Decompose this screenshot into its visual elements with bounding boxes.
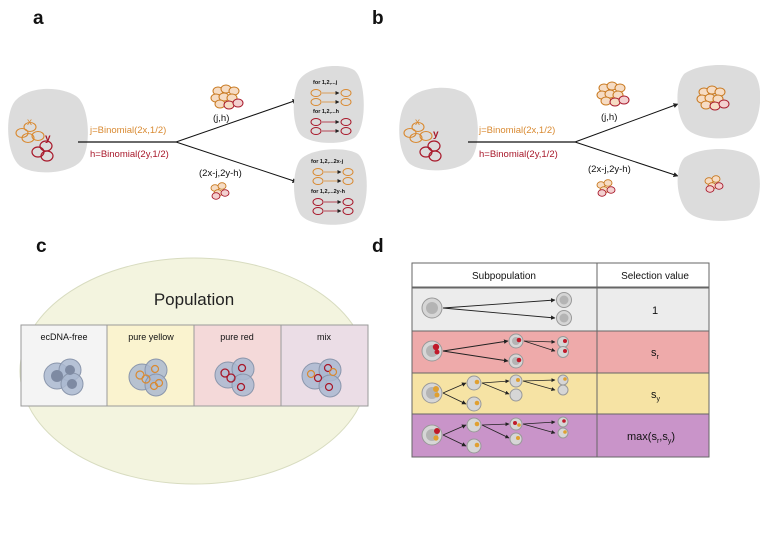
box-pure-red-label: pure red xyxy=(220,332,254,342)
formula-j: j=Binomial(2x,1/2) xyxy=(478,125,555,136)
ecdna-cluster xyxy=(15,121,54,162)
upper-label: (j,h) xyxy=(601,112,617,123)
cells-ecdna-free xyxy=(43,358,84,396)
daughter-cluster-lower xyxy=(210,182,230,200)
header-subpopulation: Subpopulation xyxy=(472,271,536,282)
upper-label: (j,h) xyxy=(213,113,229,124)
formula-h: h=Binomial(2y,1/2) xyxy=(479,149,558,160)
panel-d: d Subpopulation Selection value xyxy=(372,236,710,458)
lineage-row-4 xyxy=(421,416,569,454)
selection-value-sy: sy xyxy=(651,389,661,403)
population-title: Population xyxy=(154,290,234,309)
upper-loop-2: for 1,2,...h xyxy=(313,109,340,115)
table-header xyxy=(411,262,710,288)
parent-cell-blob xyxy=(8,88,88,173)
lineage-row-3 xyxy=(421,374,569,412)
panel-d-label: d xyxy=(372,236,384,257)
cells-pure-yellow xyxy=(128,358,168,397)
lower-label: (2x-j,2y-h) xyxy=(588,164,631,175)
replication-icons-upper xyxy=(310,89,352,135)
x-label: x xyxy=(415,117,420,128)
lower-loop-1: for 1,2,...2x-j xyxy=(311,159,344,165)
ecdna-cluster xyxy=(403,121,442,162)
box-ecdna-free-label: ecDNA-free xyxy=(40,332,87,342)
daughter-cluster-upper xyxy=(596,81,630,107)
panel-a: a x y j=Binomial(2x,1/2) h=Binomial(2y,1… xyxy=(8,8,367,225)
upper-loop-1: for 1,2,...j xyxy=(313,80,338,86)
panel-c: c Population ecDNA-free pure yellow pure… xyxy=(19,236,369,485)
formula-h: h=Binomial(2y,1/2) xyxy=(90,149,169,160)
y-label: y xyxy=(45,133,51,144)
arrow-lower xyxy=(175,141,298,183)
box-mix-label: mix xyxy=(317,332,331,342)
lower-label: (2x-j,2y-h) xyxy=(199,168,242,179)
selection-value-sr: sr xyxy=(651,347,660,361)
selection-value-max: max(sr,sy) xyxy=(627,431,675,445)
panel-a-label: a xyxy=(33,8,44,29)
y-label: y xyxy=(433,129,439,140)
arrow-upper xyxy=(574,103,679,143)
lineage-row-1 xyxy=(421,292,572,326)
box-ecdna-free xyxy=(20,324,108,407)
arrow-lower xyxy=(574,141,679,177)
header-selection-value: Selection value xyxy=(621,271,689,282)
daughter-cluster-upper xyxy=(210,84,244,110)
replication-icons-lower xyxy=(312,168,354,215)
arrow-upper xyxy=(175,99,298,143)
cells-pure-red xyxy=(214,357,255,397)
panel-c-label: c xyxy=(36,236,47,257)
panel-b: b x y j=Binomial(2x,1/2) h=Binomial(2y,1… xyxy=(372,8,760,221)
daughter-cluster-lower xyxy=(596,179,616,197)
x-label: x xyxy=(27,117,32,128)
formula-j: j=Binomial(2x,1/2) xyxy=(89,125,166,136)
panel-b-label: b xyxy=(372,8,384,29)
cells-mix xyxy=(301,358,342,398)
box-pure-yellow-label: pure yellow xyxy=(128,332,174,342)
parent-cell-blob xyxy=(399,87,478,171)
lineage-row-2 xyxy=(421,333,569,369)
selection-value-1: 1 xyxy=(652,305,658,317)
lower-loop-2: for 1,2,...2y-h xyxy=(311,189,346,195)
